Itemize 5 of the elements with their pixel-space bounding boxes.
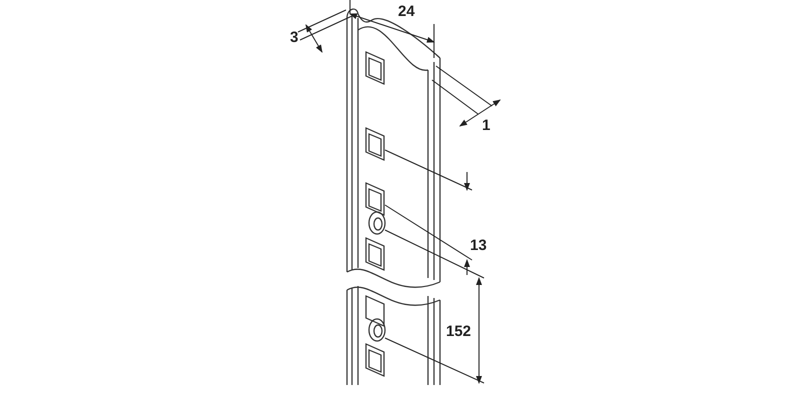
dimension-value: 13 bbox=[470, 238, 487, 254]
dimension-value: 24 bbox=[398, 4, 415, 20]
dimension-value: 3 bbox=[290, 30, 298, 46]
dimension-value: 152 bbox=[446, 324, 472, 340]
dimension-value: 1 bbox=[482, 118, 490, 134]
